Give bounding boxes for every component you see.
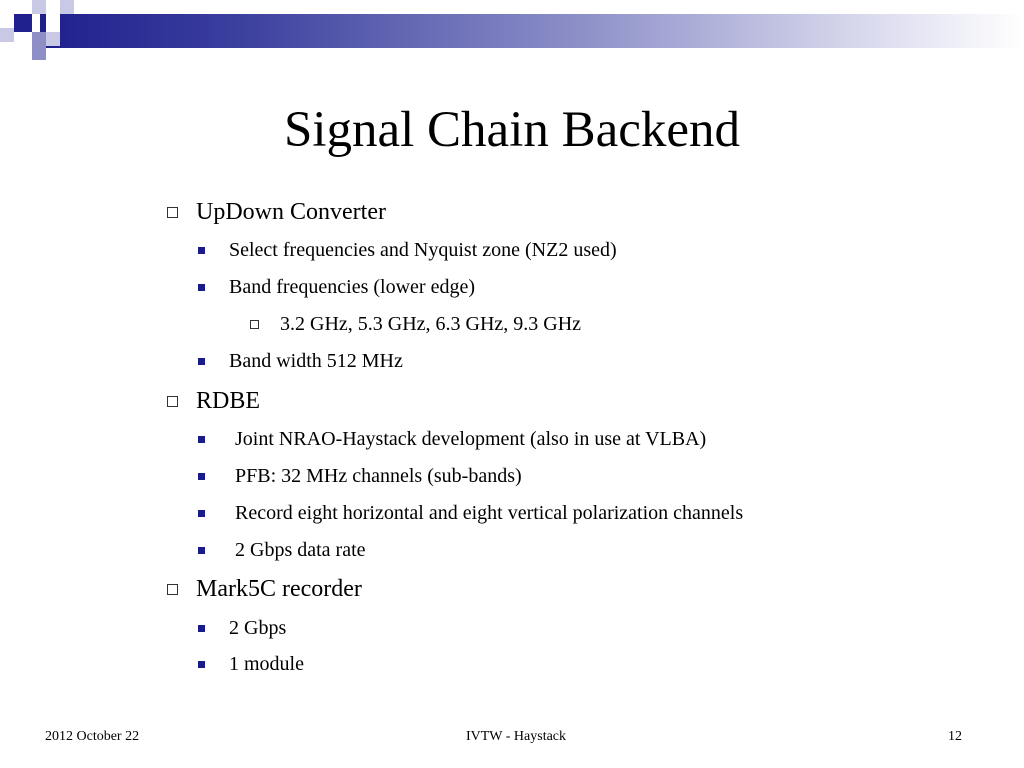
header-square — [46, 14, 60, 32]
solid-square-bullet-icon — [198, 436, 205, 443]
list-item: Mark5C recorder — [196, 576, 362, 602]
list-item: Select frequencies and Nyquist zone (NZ2… — [229, 239, 617, 261]
hollow-square-bullet-icon — [167, 584, 178, 595]
page-number: 12 — [948, 729, 962, 744]
header-square — [60, 0, 74, 14]
solid-square-bullet-icon — [198, 510, 205, 517]
header-gradient-bar — [40, 14, 1024, 48]
footer-date: 2012 October 22 — [45, 729, 140, 744]
hollow-square-bullet-icon — [250, 320, 259, 329]
list-item: 3.2 GHz, 5.3 GHz, 6.3 GHz, 9.3 GHz — [280, 313, 582, 335]
slide-title: Signal Chain Backend — [283, 102, 741, 158]
solid-square-bullet-icon — [198, 247, 205, 254]
solid-square-bullet-icon — [198, 358, 205, 365]
header-square — [32, 0, 46, 14]
list-item: Joint NRAO-Haystack development (also in… — [235, 428, 707, 450]
list-item: PFB: 32 MHz channels (sub-bands) — [235, 465, 522, 487]
header-square — [32, 32, 46, 46]
list-item: Band frequencies (lower edge) — [229, 276, 475, 298]
solid-square-bullet-icon — [198, 625, 205, 632]
header-square — [14, 14, 32, 32]
hollow-square-bullet-icon — [167, 396, 178, 407]
header-square — [46, 32, 60, 46]
header-square — [32, 46, 46, 60]
hollow-square-bullet-icon — [167, 207, 178, 218]
list-item: 1 module — [229, 653, 304, 675]
list-item: UpDown Converter — [196, 199, 386, 225]
list-item: Band width 512 MHz — [229, 350, 403, 372]
list-item: Record eight horizontal and eight vertic… — [235, 502, 744, 524]
list-item: RDBE — [196, 388, 261, 414]
header-square — [0, 28, 14, 42]
solid-square-bullet-icon — [198, 473, 205, 480]
list-item: 2 Gbps data rate — [235, 539, 366, 561]
list-item: 2 Gbps — [229, 617, 287, 639]
solid-square-bullet-icon — [198, 661, 205, 668]
solid-square-bullet-icon — [198, 547, 205, 554]
solid-square-bullet-icon — [198, 284, 205, 291]
footer-center-text: IVTW - Haystack — [465, 729, 567, 744]
